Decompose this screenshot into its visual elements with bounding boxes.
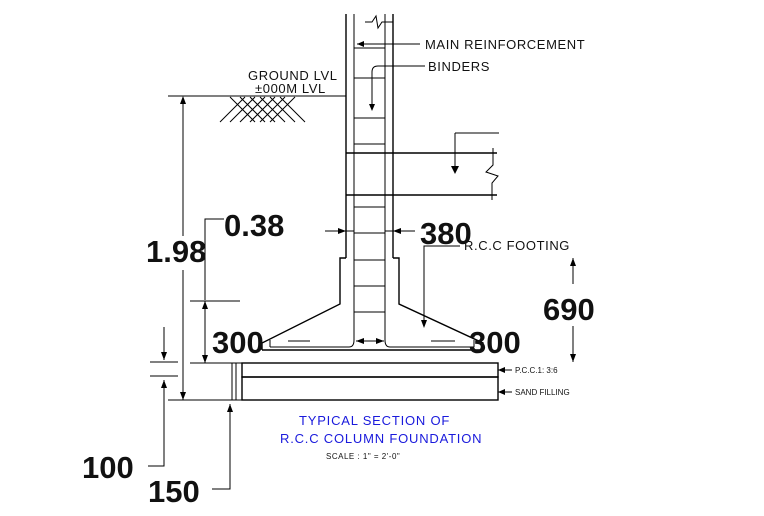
- earth-hatch: [219, 96, 306, 123]
- sand-filling-label: SAND FILLING: [515, 388, 570, 397]
- footing: [261, 257, 484, 351]
- binders: [354, 47, 385, 313]
- dim-depth-total: 1.98: [146, 234, 206, 269]
- pcc-label: P.C.C.1: 3:6: [515, 366, 558, 375]
- dim-offset-right: 300: [469, 325, 521, 360]
- title-line-2: R.C.C COLUMN FOUNDATION: [280, 431, 482, 446]
- sand-layer: [231, 363, 499, 401]
- dim-offset-left: 300: [212, 325, 264, 360]
- pcc-layer: [241, 362, 499, 378]
- dim-pcc-thickness: 100: [82, 450, 134, 485]
- title-line-1: TYPICAL SECTION OF: [299, 413, 450, 428]
- dimension-lines: [148, 95, 576, 490]
- main-reinforcement-label: MAIN REINFORCEMENT: [425, 37, 585, 52]
- dim-footing-height: 690: [543, 292, 595, 327]
- leaders: [357, 41, 512, 395]
- plinth-beam: [346, 132, 499, 200]
- dim-depth-step: 0.38: [224, 208, 284, 243]
- ground-level-value: ±000M LVL: [255, 81, 326, 96]
- dim-sand-thickness: 150: [148, 474, 200, 509]
- column: [345, 14, 394, 340]
- rcc-footing-label: R.C.C FOOTING: [464, 238, 570, 253]
- ground-level: [201, 95, 346, 123]
- drawing-title: TYPICAL SECTION OF R.C.C COLUMN FOUNDATI…: [280, 413, 482, 461]
- binders-label: BINDERS: [428, 59, 490, 74]
- dim-column-width: 380: [420, 216, 472, 251]
- dimension-values: 1.98 0.38 380 690 300 300 100 150: [82, 208, 595, 509]
- scale-label: SCALE : 1" = 2'-0": [326, 452, 400, 461]
- labels: MAIN REINFORCEMENT BINDERS GROUND LVL ±0…: [248, 37, 585, 397]
- ground-level-label: GROUND LVL: [248, 68, 338, 83]
